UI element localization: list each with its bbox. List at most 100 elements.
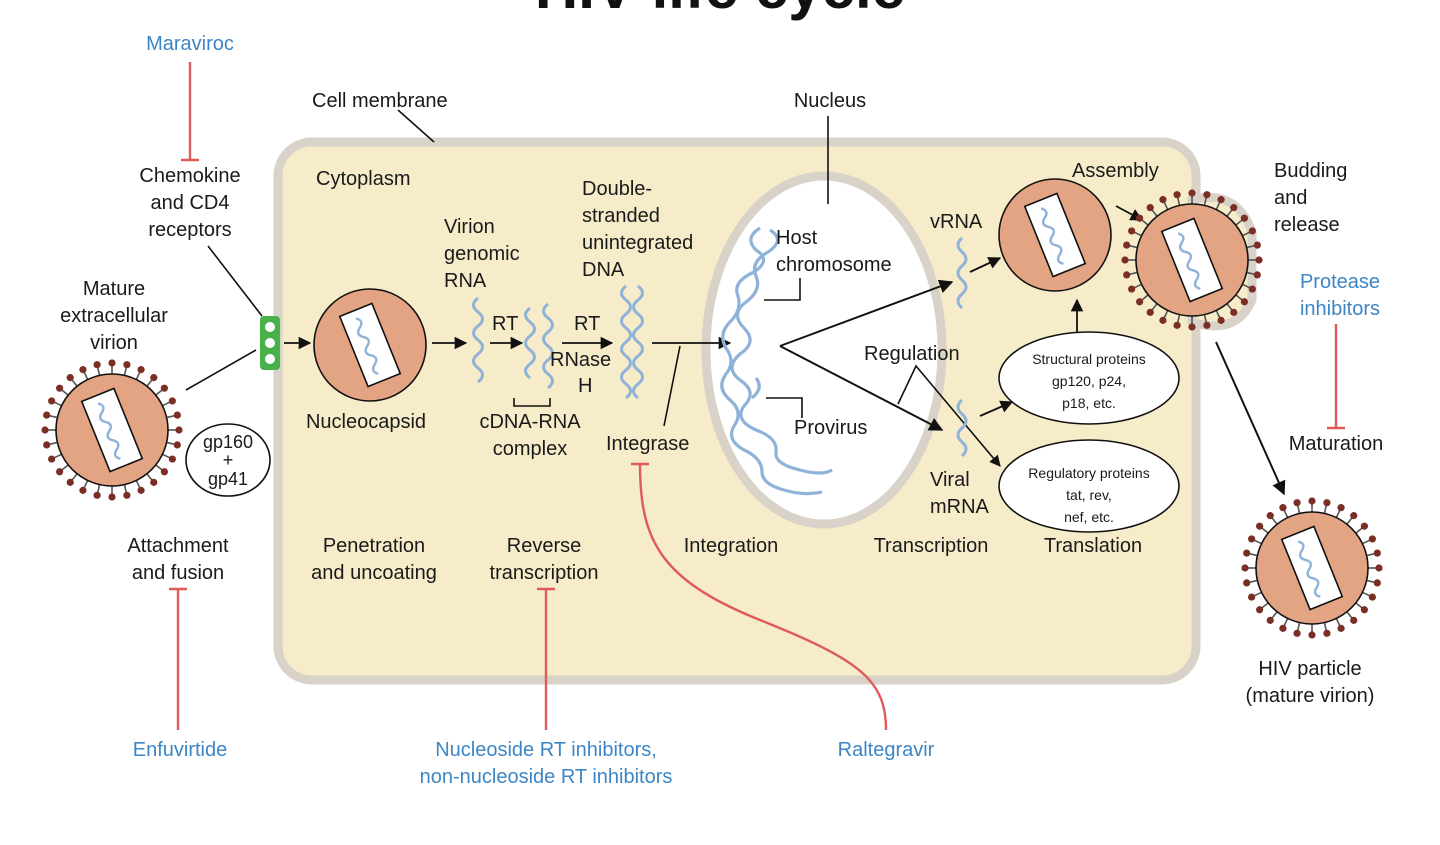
spike-knob — [1360, 606, 1368, 614]
integrase-label: Integrase — [606, 433, 689, 455]
cdna-bracket — [513, 398, 551, 407]
spike-knob — [1159, 316, 1167, 324]
virion-rna-label-2: genomic — [444, 243, 520, 265]
spike-knob — [1230, 308, 1238, 316]
stage-attachment-1: Attachment — [127, 535, 229, 557]
host-chromosome-strand-2 — [730, 228, 833, 475]
regulatory-label-2: tat, rev, — [1066, 487, 1112, 503]
spike-knob — [56, 468, 64, 476]
rnase-label-2: H — [578, 375, 592, 397]
virion-rna-strand — [472, 296, 484, 384]
regulation-label: Regulation — [864, 343, 960, 365]
mature-virion-label-2: extracellular — [60, 305, 168, 327]
regulation-arrow — [897, 364, 1001, 467]
spike-knob — [1217, 316, 1225, 324]
vrna-strand — [956, 236, 968, 310]
spike-knob — [1368, 535, 1376, 543]
gp-plus-label: + — [223, 450, 234, 470]
mature-virion-label-3: virion — [90, 332, 138, 354]
provirus-label: Provirus — [794, 417, 867, 439]
spike-knob — [1360, 522, 1368, 530]
spike-knob — [43, 441, 51, 449]
arrow-vrna-to-assembly — [969, 257, 1002, 273]
spike-knob — [1373, 579, 1381, 587]
viral-mrna-label-2: mRNA — [930, 496, 990, 518]
spike-knob — [1308, 631, 1316, 639]
spike-knob — [1256, 606, 1264, 614]
assembly-label: Assembly — [1072, 160, 1159, 182]
cdna-label-2: complex — [493, 438, 567, 460]
mature-extracellular-virion — [41, 359, 183, 501]
arrow-to-structural — [979, 400, 1014, 417]
spike-knob — [1240, 214, 1248, 222]
maturation-label: Maturation — [1289, 433, 1384, 455]
raltegravir-label: Raltegravir — [838, 739, 935, 761]
nrti-label-1: Nucleoside RT inhibitors, — [435, 739, 657, 761]
spike-knob — [1243, 549, 1251, 557]
budding-label-2: and — [1274, 187, 1307, 209]
spike-knob — [66, 374, 74, 382]
chemokine-label-1: Chemokine — [139, 165, 240, 187]
spike-knob — [93, 361, 101, 369]
spike-knob — [1337, 624, 1345, 632]
budding-virion — [1121, 189, 1263, 331]
spike-knob — [1248, 227, 1256, 235]
virion-rna-label-3: RNA — [444, 270, 487, 292]
spike-knob — [137, 486, 145, 494]
stage-reverse-transcription-1: Reverse — [507, 535, 581, 557]
gp160-label: gp160 — [203, 432, 253, 452]
cell-membrane-pointer — [397, 109, 435, 143]
spike-knob — [1173, 191, 1181, 199]
structural-label-1: Structural proteins — [1032, 351, 1146, 367]
spike-knob — [1240, 298, 1248, 306]
spike-knob — [1375, 564, 1383, 572]
rt-label-1: RT — [492, 313, 518, 335]
protease-label-1: Protease — [1300, 271, 1380, 293]
spike-knob — [1230, 204, 1238, 212]
chemokine-label-2: and CD4 — [151, 192, 230, 214]
budding-label-1: Budding — [1274, 160, 1347, 182]
nucleus — [701, 171, 947, 529]
arrow-to-mature-particle — [1215, 341, 1286, 496]
host-chromosome-label-2: chromosome — [776, 254, 892, 276]
stage-penetration-1: Penetration — [323, 535, 425, 557]
budding-label-3: release — [1274, 214, 1340, 236]
stage-attachment-2: and fusion — [132, 562, 224, 584]
stage-transcription: Transcription — [874, 535, 989, 557]
spike-knob — [1323, 629, 1331, 637]
spike-knob — [1136, 214, 1144, 222]
spike-knob — [150, 478, 158, 486]
spike-knob — [108, 359, 116, 367]
viral-mrna-strand — [956, 398, 968, 458]
spike-knob — [1279, 624, 1287, 632]
structural-label-3: p18, etc. — [1062, 395, 1116, 411]
host-chromosome-bracket — [764, 278, 801, 301]
arrow-to-viral-mrna — [779, 345, 944, 431]
regulatory-proteins-ellipse — [998, 439, 1180, 533]
regulatory-label-3: nef, etc. — [1064, 509, 1114, 525]
spike-knob — [1248, 535, 1256, 543]
spike-knob — [1159, 196, 1167, 204]
cdna-strand — [524, 306, 536, 380]
receptor-icon — [260, 316, 280, 370]
rna-strand — [542, 302, 554, 390]
spike-knob — [1123, 241, 1131, 249]
dsdna-label-4: DNA — [582, 259, 625, 281]
spike-knob — [1128, 227, 1136, 235]
spike-knob — [56, 384, 64, 392]
chemokine-label-3: receptors — [148, 219, 231, 241]
spike-knob — [48, 397, 56, 405]
spike-knob — [123, 491, 131, 499]
spike-knob — [1255, 256, 1263, 264]
receptor-pointer — [207, 245, 263, 317]
spike-knob — [48, 455, 56, 463]
spike-knob — [1128, 285, 1136, 293]
spike-knob — [1248, 285, 1256, 293]
spike-knob — [1323, 499, 1331, 507]
spike-knob — [1256, 522, 1264, 530]
spike-knob — [1308, 497, 1316, 505]
nucleocapsid — [313, 288, 427, 402]
rt-label-2: RT — [574, 313, 600, 335]
